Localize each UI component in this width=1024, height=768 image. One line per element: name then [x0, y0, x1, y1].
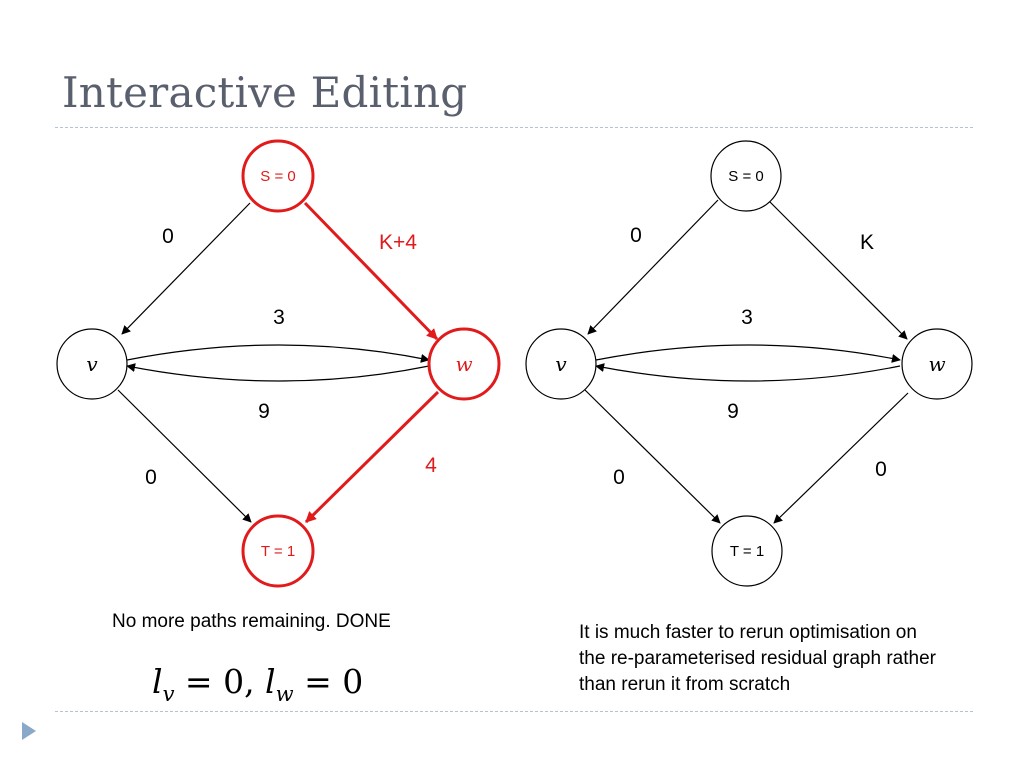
left-edge-v-w-label: 3 — [273, 306, 285, 329]
left-node-w — [427, 327, 501, 401]
right-edge-v-w — [595, 344, 901, 363]
left-edge-w-v — [126, 363, 430, 382]
right-graph: S = 0 v w T = 1 0 K 3 9 0 0 — [525, 140, 973, 587]
formula-part2: = 0 — [293, 662, 364, 701]
left-edge-s-w — [303, 201, 439, 341]
right-edge-s-w-label: K — [860, 231, 874, 254]
right-node-v-label: v — [555, 352, 567, 376]
right-node-v — [525, 328, 597, 400]
right-node-t-label: T = 1 — [730, 543, 764, 560]
formula-sub-v: v — [162, 682, 175, 706]
left-node-s-label: S = 0 — [260, 168, 295, 185]
right-node-s-label: S = 0 — [728, 168, 763, 185]
right-note: It is much faster to rerun optimisation … — [579, 622, 936, 695]
formula-l1: l — [152, 662, 163, 701]
left-edge-w-t — [304, 390, 440, 524]
left-edge-s-v-label: 0 — [162, 225, 174, 248]
bullet-triangle-icon — [22, 722, 36, 740]
left-edge-v-t-label: 0 — [145, 466, 157, 489]
right-edge-w-t — [773, 392, 909, 524]
right-edge-v-t-label: 0 — [613, 466, 625, 489]
right-edge-w-v — [595, 363, 901, 382]
left-node-s — [241, 139, 315, 213]
right-edge-w-v-label: 9 — [727, 400, 739, 423]
right-edge-v-t — [584, 389, 721, 524]
left-edge-v-t — [117, 389, 252, 523]
left-graph: S = 0 v w T = 1 0 K+4 3 9 0 4 — [56, 139, 501, 588]
slide-title: Interactive Editing — [62, 68, 468, 117]
left-edge-v-w — [126, 344, 430, 363]
left-node-t — [241, 514, 315, 588]
left-edge-s-w-label: K+4 — [379, 231, 417, 254]
right-edge-v-w-label: 3 — [741, 306, 753, 329]
left-node-w-label: w — [455, 352, 472, 376]
title-divider — [55, 127, 973, 128]
formula-sub-w: w — [275, 682, 294, 706]
left-edge-w-t-label: 4 — [425, 454, 437, 477]
right-edge-s-w — [767, 199, 908, 340]
right-node-w-label: w — [928, 352, 945, 376]
right-edge-s-v-label: 0 — [630, 224, 642, 247]
right-edge-s-v — [587, 199, 719, 335]
left-node-v-label: v — [86, 352, 98, 376]
left-caption: No more paths remaining. DONE — [112, 611, 391, 632]
label-formula: lv = 0, lw = 0 — [152, 662, 363, 706]
left-edge-w-v-label: 9 — [258, 400, 270, 423]
left-node-t-label: T = 1 — [261, 543, 295, 560]
right-edge-w-t-label: 0 — [875, 458, 887, 481]
right-node-s — [710, 140, 782, 212]
right-node-w — [901, 328, 973, 400]
left-edge-s-v — [121, 202, 251, 335]
formula-l2: l — [265, 662, 276, 701]
footer-divider — [55, 711, 973, 712]
right-node-t — [711, 515, 783, 587]
left-node-v — [56, 328, 128, 400]
formula-part1: = 0, — [174, 662, 266, 701]
